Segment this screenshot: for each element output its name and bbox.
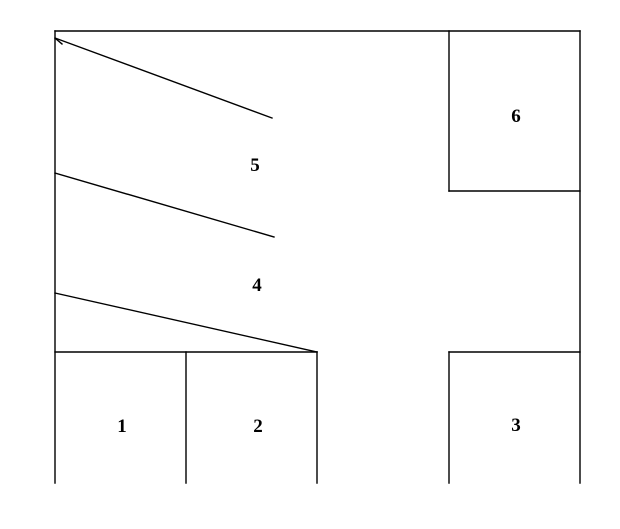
region-label-1: 1 [117,416,127,437]
region-label-3: 3 [511,415,521,436]
diagonal-divider-middle [54,172,275,238]
region-label-6: 6 [511,106,521,127]
region-label-4: 4 [252,275,262,296]
diagonal-divider-top [54,37,273,119]
region-label-5: 5 [250,155,260,176]
diagonal-divider-bottom [54,292,318,353]
region-label-2: 2 [253,416,263,437]
